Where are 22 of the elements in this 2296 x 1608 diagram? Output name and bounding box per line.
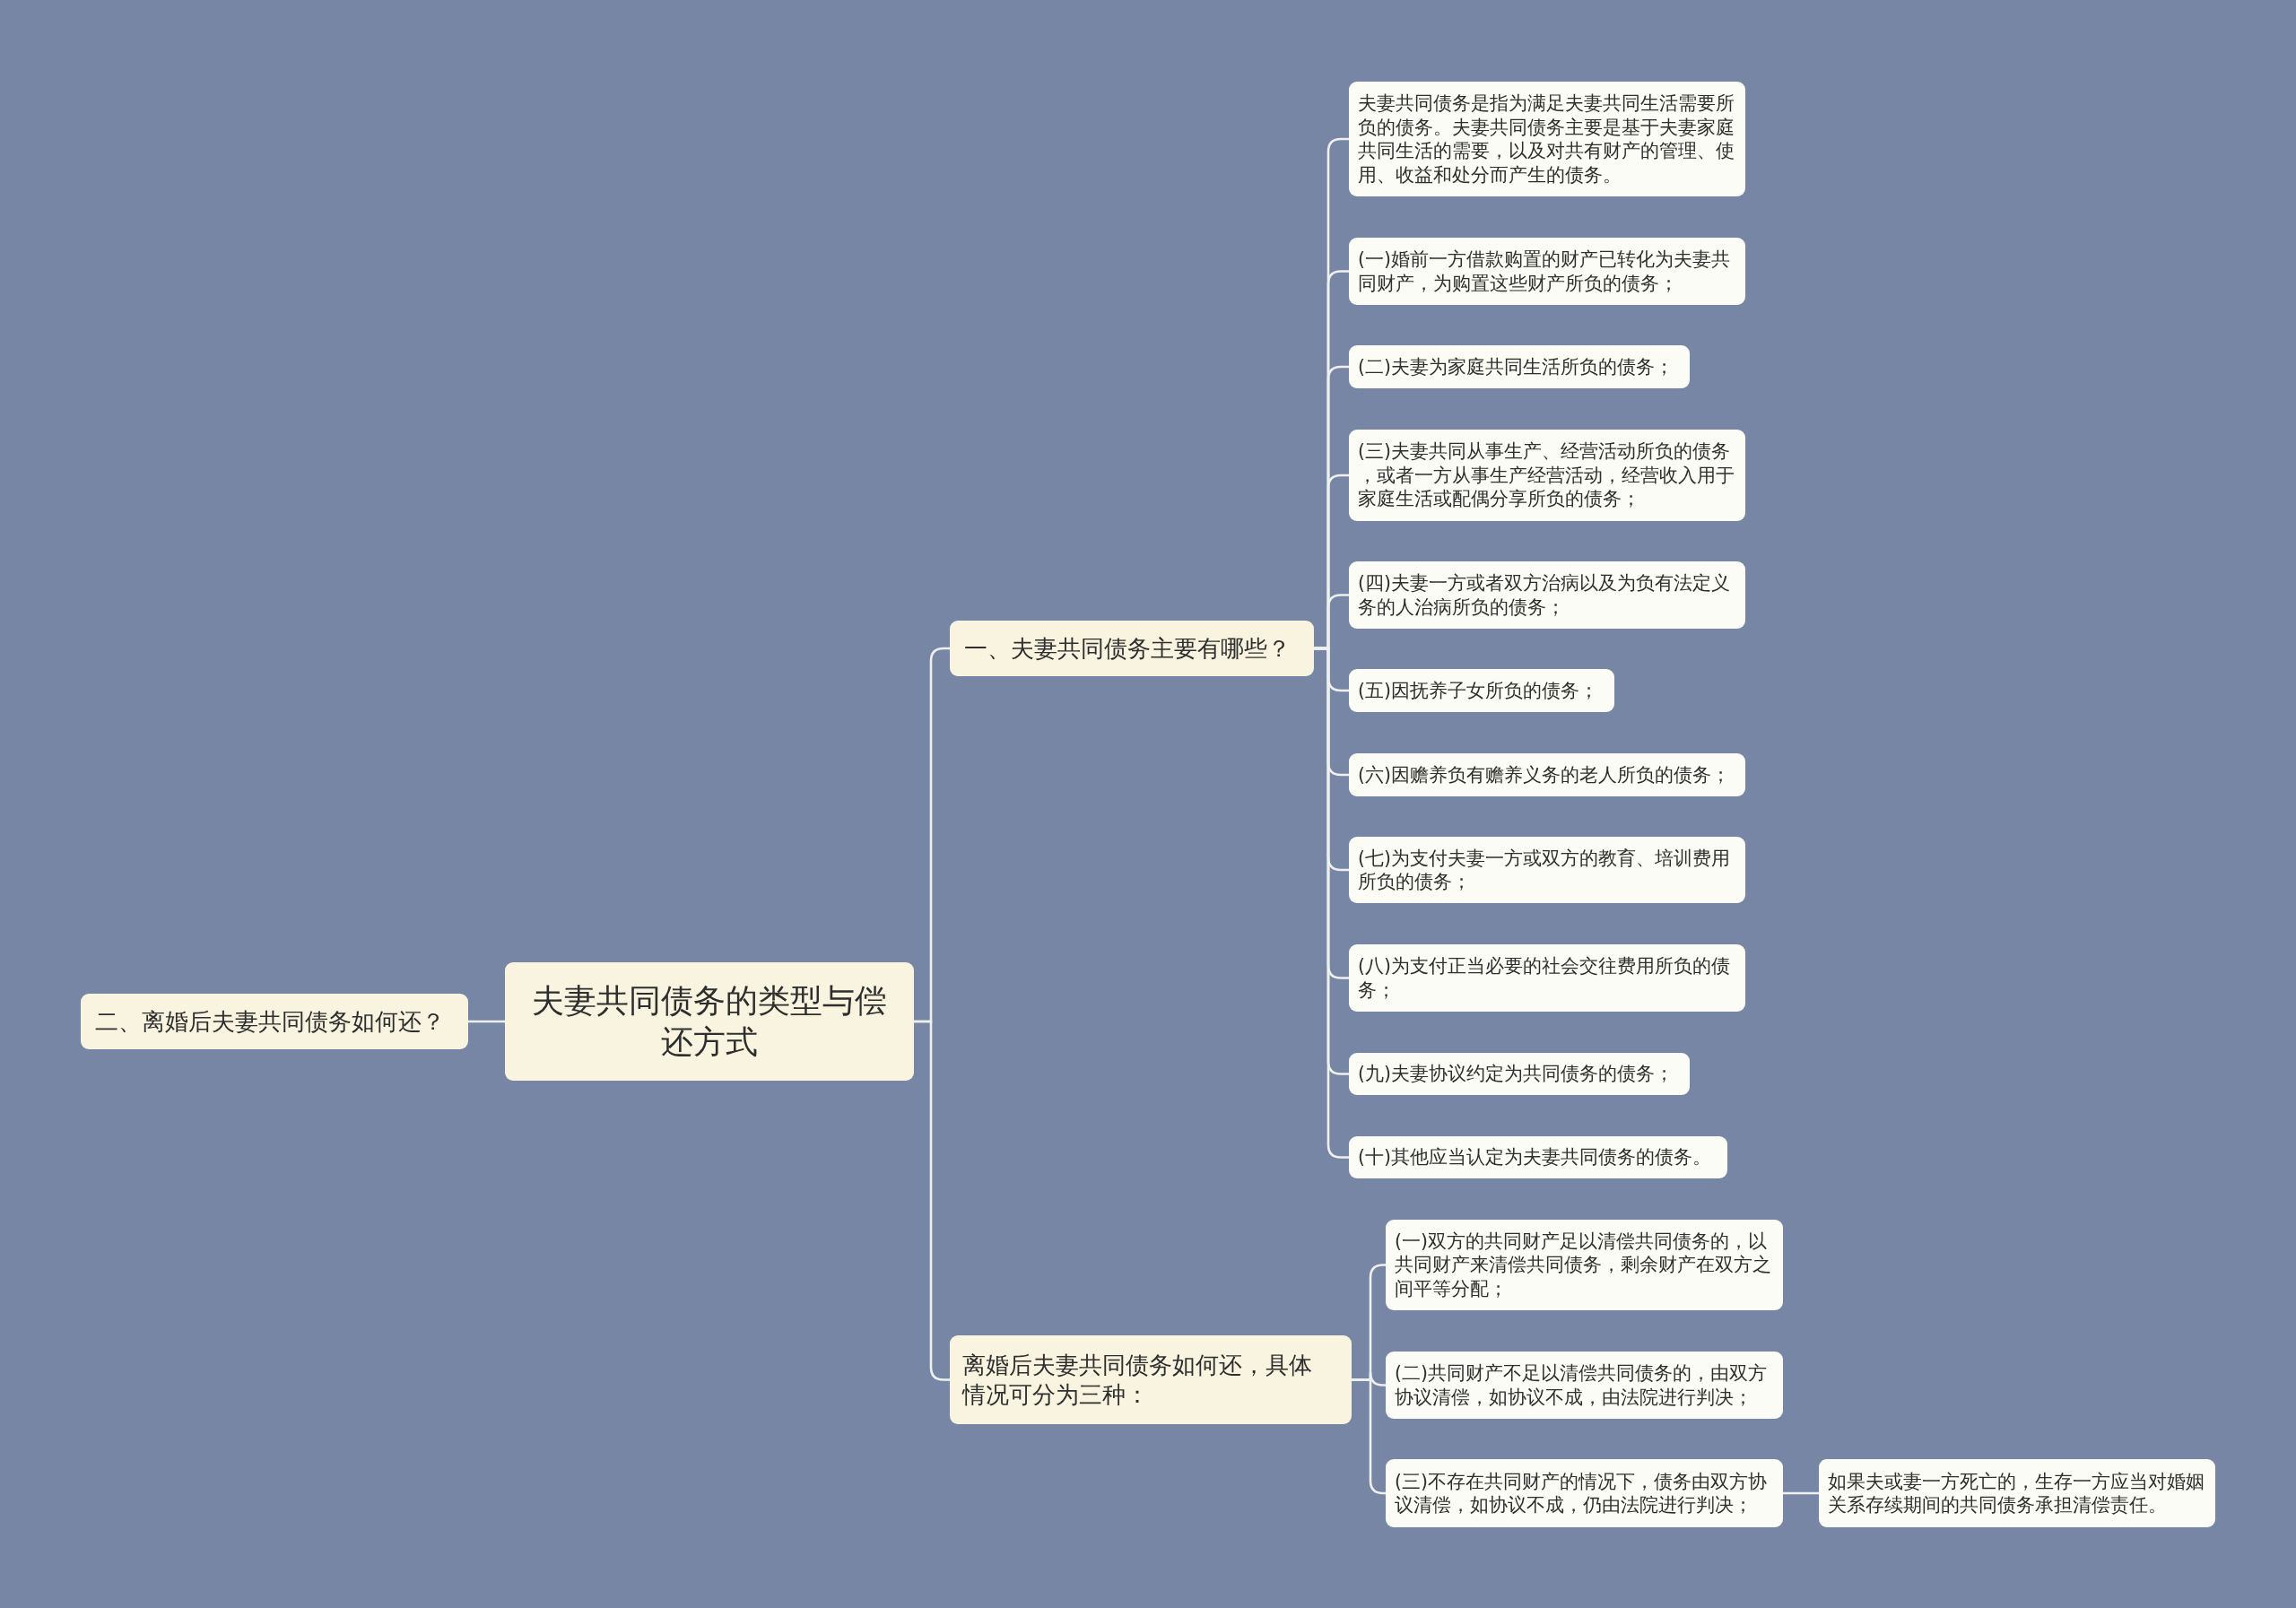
note-box: (五)因抚养子女所负的债务； — [1349, 669, 1614, 712]
connector-line — [468, 1020, 505, 1023]
note-box: (六)因赡养负有赡养义务的老人所负的债务； — [1349, 753, 1745, 796]
topic-box: 一、夫妻共同债务主要有哪些？ — [950, 621, 1314, 676]
connector-line — [1783, 1491, 1819, 1495]
note-box: (三)不存在共同财产的情况下，债务由双方协议清偿，如协议不成，仍由法院进行判决； — [1386, 1459, 1783, 1527]
note-box: (七)为支付夫妻一方或双方的教育、培训费用所负的债务； — [1349, 837, 1745, 903]
note-box: (一)双方的共同财产足以清偿共同债务的，以共同财产来清偿共同债务，剩余财产在双方之间平等分配； — [1386, 1220, 1783, 1310]
note-box: 如果夫或妻一方死亡的，生存一方应当对婚姻关系存续期间的共同债务承担清偿责任。 — [1819, 1459, 2215, 1527]
note-box: (九)夫妻协议约定为共同债务的债务； — [1349, 1053, 1690, 1095]
topic-box: 离婚后夫妻共同债务如何还，具体情况可分为三种： — [950, 1335, 1352, 1424]
note-box: (三)夫妻共同从事生产、经营活动所负的债务，或者一方从事生产经营活动，经营收入用于家庭生活或配偶分享所负的债务； — [1349, 430, 1745, 521]
note-box: (四)夫妻一方或者双方治病以及为负有法定义务的人治病所负的债务； — [1349, 561, 1745, 629]
topic-box: 二、离婚后夫妻共同债务如何还？ — [81, 994, 468, 1049]
central-topic: 夫妻共同债务的类型与偿还方式 — [505, 962, 914, 1081]
note-box: (八)为支付正当必要的社会交往费用所负的债务； — [1349, 944, 1745, 1012]
note-box: 夫妻共同债务是指为满足夫妻共同生活需要所负的债务。夫妻共同债务主要是基于夫妻家庭共同生活的需要，以及对共有财产的管理、使用、收益和处分而产生的债务。 — [1349, 82, 1745, 196]
connector-line — [1352, 1378, 1386, 1495]
note-box: (二)夫妻为家庭共同生活所负的债务； — [1349, 345, 1690, 388]
note-box: (二)共同财产不足以清偿共同债务的，由双方协议清偿，如协议不成，由法院进行判决； — [1386, 1352, 1783, 1419]
note-box: (一)婚前一方借款购置的财产已转化为夫妻共同财产，为购置这些财产所负的债务； — [1349, 238, 1745, 305]
note-box: (十)其他应当认定为夫妻共同债务的债务。 — [1349, 1136, 1727, 1178]
